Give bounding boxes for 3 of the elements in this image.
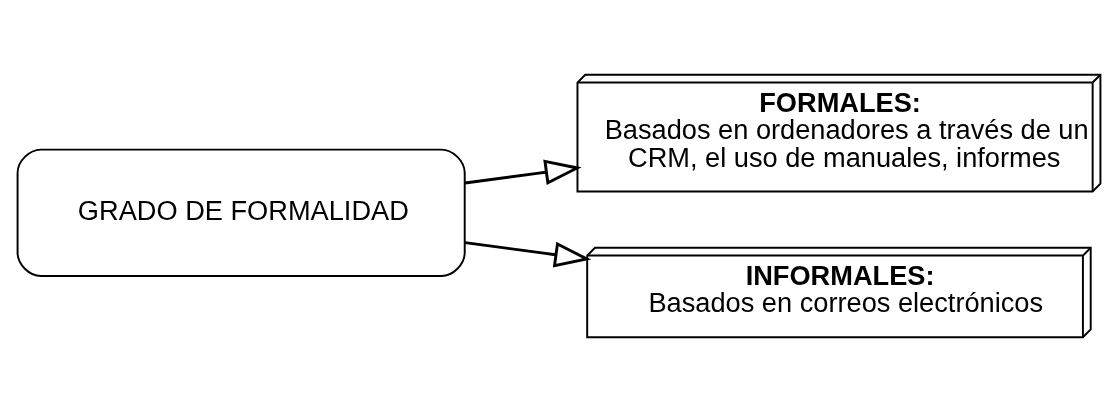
arrow: [464, 159, 582, 186]
arrow: [464, 241, 592, 268]
node-box: GRADO DE FORMALIDAD: [16, 148, 466, 277]
